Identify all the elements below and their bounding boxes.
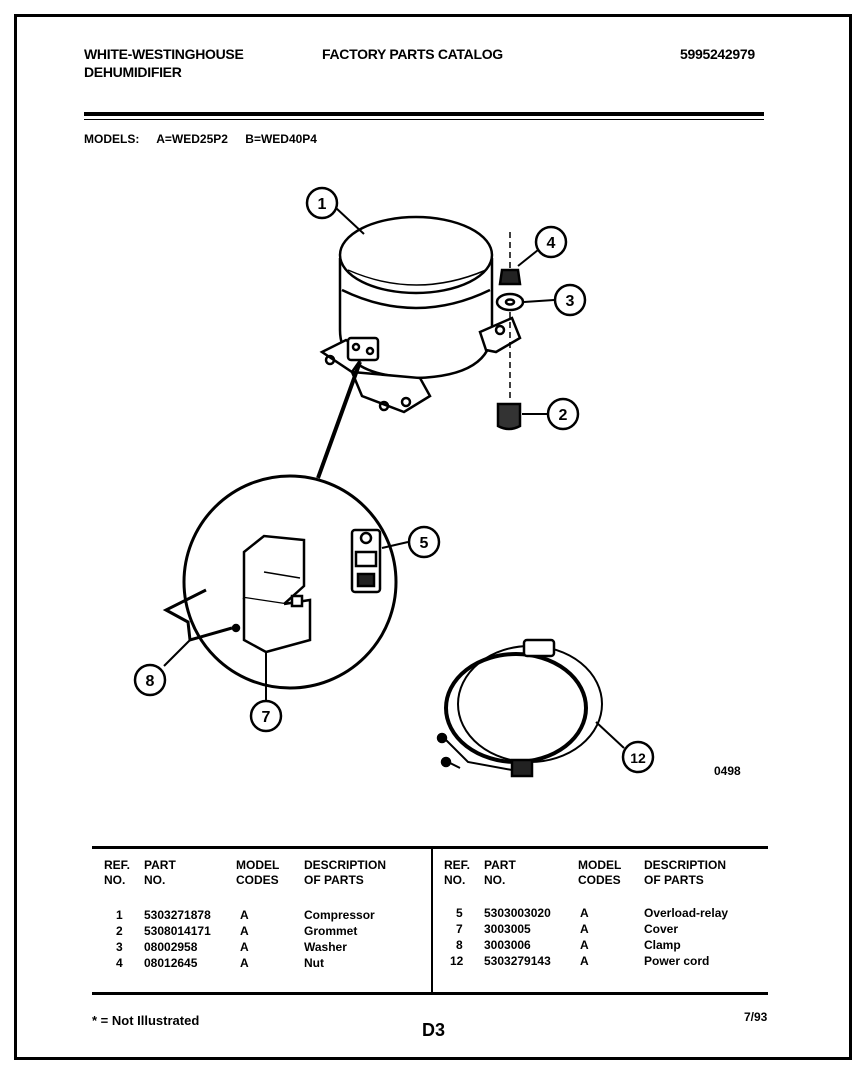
brand-name: WHITE-WESTINGHOUSE bbox=[84, 46, 244, 62]
model-header-line1: MODEL bbox=[578, 858, 622, 872]
table-bottom-rule bbox=[92, 992, 768, 995]
header-rule bbox=[84, 112, 764, 116]
code-cell: A bbox=[580, 906, 589, 920]
left-part-header: PART NO. bbox=[144, 858, 176, 888]
code-cell: A bbox=[580, 938, 589, 952]
callout-3-circle bbox=[553, 283, 587, 317]
callout-7-label: 7 bbox=[262, 709, 271, 726]
part-cell: 5303271878 bbox=[144, 908, 211, 922]
right-part-header: PART NO. bbox=[484, 858, 516, 888]
right-ref-header: REF. NO. bbox=[444, 858, 470, 888]
power-cord-drawing bbox=[436, 638, 603, 778]
desc-cell: Overload-relay bbox=[644, 906, 729, 920]
callout-2-label: 2 bbox=[559, 407, 568, 424]
ref-cell: 1 bbox=[116, 908, 123, 922]
desc-header-line1: DESCRIPTION bbox=[644, 858, 727, 872]
right-desc-header: DESCRIPTION OF PARTS bbox=[644, 858, 726, 888]
callout-4-label: 4 bbox=[547, 235, 556, 252]
desc-header-line2: OF PARTS bbox=[304, 873, 364, 887]
callout-8-label: 8 bbox=[146, 673, 155, 690]
part-header-line2: NO. bbox=[144, 873, 166, 887]
revision-date: 7/93 bbox=[744, 1010, 768, 1024]
models-label: MODELS: bbox=[84, 132, 140, 146]
ref-cell: 5 bbox=[456, 906, 463, 920]
ref-cell: 8 bbox=[456, 938, 463, 952]
header-rule-thin bbox=[84, 119, 764, 120]
ref-header-line1: REF. bbox=[444, 858, 471, 872]
callout-12-circle bbox=[621, 740, 655, 774]
part-cell: 08002958 bbox=[144, 940, 198, 954]
callout-3-label: 3 bbox=[566, 293, 575, 310]
part-header-line2: NO. bbox=[484, 873, 506, 887]
desc-cell: Nut bbox=[304, 956, 324, 970]
code-cell: A bbox=[240, 908, 249, 922]
part-cell: 5308014171 bbox=[144, 924, 211, 938]
desc-cell: Grommet bbox=[304, 924, 358, 938]
callout-4-circle bbox=[534, 225, 568, 259]
models-line: MODELS: A=WED25P2 B=WED40P4 bbox=[84, 132, 331, 146]
callout-5-circle bbox=[407, 525, 441, 559]
model-header-line2: CODES bbox=[236, 873, 279, 887]
code-cell: A bbox=[240, 924, 249, 938]
ref-cell: 2 bbox=[116, 924, 123, 938]
callout-12-label: 12 bbox=[630, 750, 646, 766]
part-cell: 5303279143 bbox=[484, 954, 551, 968]
cover-drawing bbox=[242, 534, 312, 654]
code-cell: A bbox=[240, 956, 249, 970]
hardware-drawing bbox=[495, 232, 525, 431]
model-b: B=WED40P4 bbox=[245, 132, 317, 146]
part-cell: 3003005 bbox=[484, 922, 531, 936]
ref-header-line2: NO. bbox=[104, 873, 126, 887]
desc-cell: Cover bbox=[644, 922, 679, 936]
ref-header-line1: REF. bbox=[104, 858, 131, 872]
model-header-line2: CODES bbox=[578, 873, 621, 887]
ref-cell: 7 bbox=[456, 922, 463, 936]
model-header-line1: MODEL bbox=[236, 858, 280, 872]
callout-5-label: 5 bbox=[420, 535, 429, 552]
right-model-header: MODEL CODES bbox=[578, 858, 621, 888]
footer-note: * = Not Illustrated bbox=[92, 1013, 200, 1028]
callout-1-circle bbox=[305, 186, 339, 220]
catalog-title: FACTORY PARTS CATALOG bbox=[322, 46, 503, 62]
callout-2-circle bbox=[546, 397, 580, 431]
overload-relay-drawing bbox=[350, 528, 382, 594]
ref-header-line2: NO. bbox=[444, 873, 466, 887]
desc-header-line2: OF PARTS bbox=[644, 873, 704, 887]
left-desc-header: DESCRIPTION OF PARTS bbox=[304, 858, 386, 888]
callout-7-circle bbox=[249, 699, 283, 733]
left-model-header: MODEL CODES bbox=[236, 858, 279, 888]
part-header-line1: PART bbox=[484, 858, 516, 872]
callout-1-label: 1 bbox=[318, 196, 327, 213]
desc-header-line1: DESCRIPTION bbox=[304, 858, 387, 872]
clamp-drawing bbox=[162, 588, 241, 642]
desc-cell: Clamp bbox=[644, 938, 681, 952]
ref-cell: 12 bbox=[450, 954, 464, 968]
desc-cell: Power cord bbox=[644, 954, 710, 968]
table-divider bbox=[431, 849, 433, 993]
code-cell: A bbox=[580, 954, 589, 968]
part-cell: 08012645 bbox=[144, 956, 198, 970]
part-header-line1: PART bbox=[144, 858, 176, 872]
product-name: DEHUMIDIFIER bbox=[84, 64, 182, 80]
desc-cell: Compressor bbox=[304, 908, 375, 922]
code-cell: A bbox=[240, 940, 249, 954]
part-cell: 5303003020 bbox=[484, 906, 551, 920]
callout-8-circle bbox=[133, 663, 167, 697]
drawing-code: 0498 bbox=[714, 764, 741, 778]
page-number: D3 bbox=[422, 1020, 446, 1040]
ref-cell: 4 bbox=[116, 956, 123, 970]
table-top-rule bbox=[92, 846, 768, 849]
model-a: A=WED25P2 bbox=[156, 132, 228, 146]
code-cell: A bbox=[580, 922, 589, 936]
left-ref-header: REF. NO. bbox=[104, 858, 130, 888]
part-cell: 3003006 bbox=[484, 938, 531, 952]
page-frame bbox=[14, 14, 852, 1060]
ref-cell: 3 bbox=[116, 940, 123, 954]
desc-cell: Washer bbox=[304, 940, 347, 954]
catalog-number: 5995242979 bbox=[680, 46, 755, 62]
